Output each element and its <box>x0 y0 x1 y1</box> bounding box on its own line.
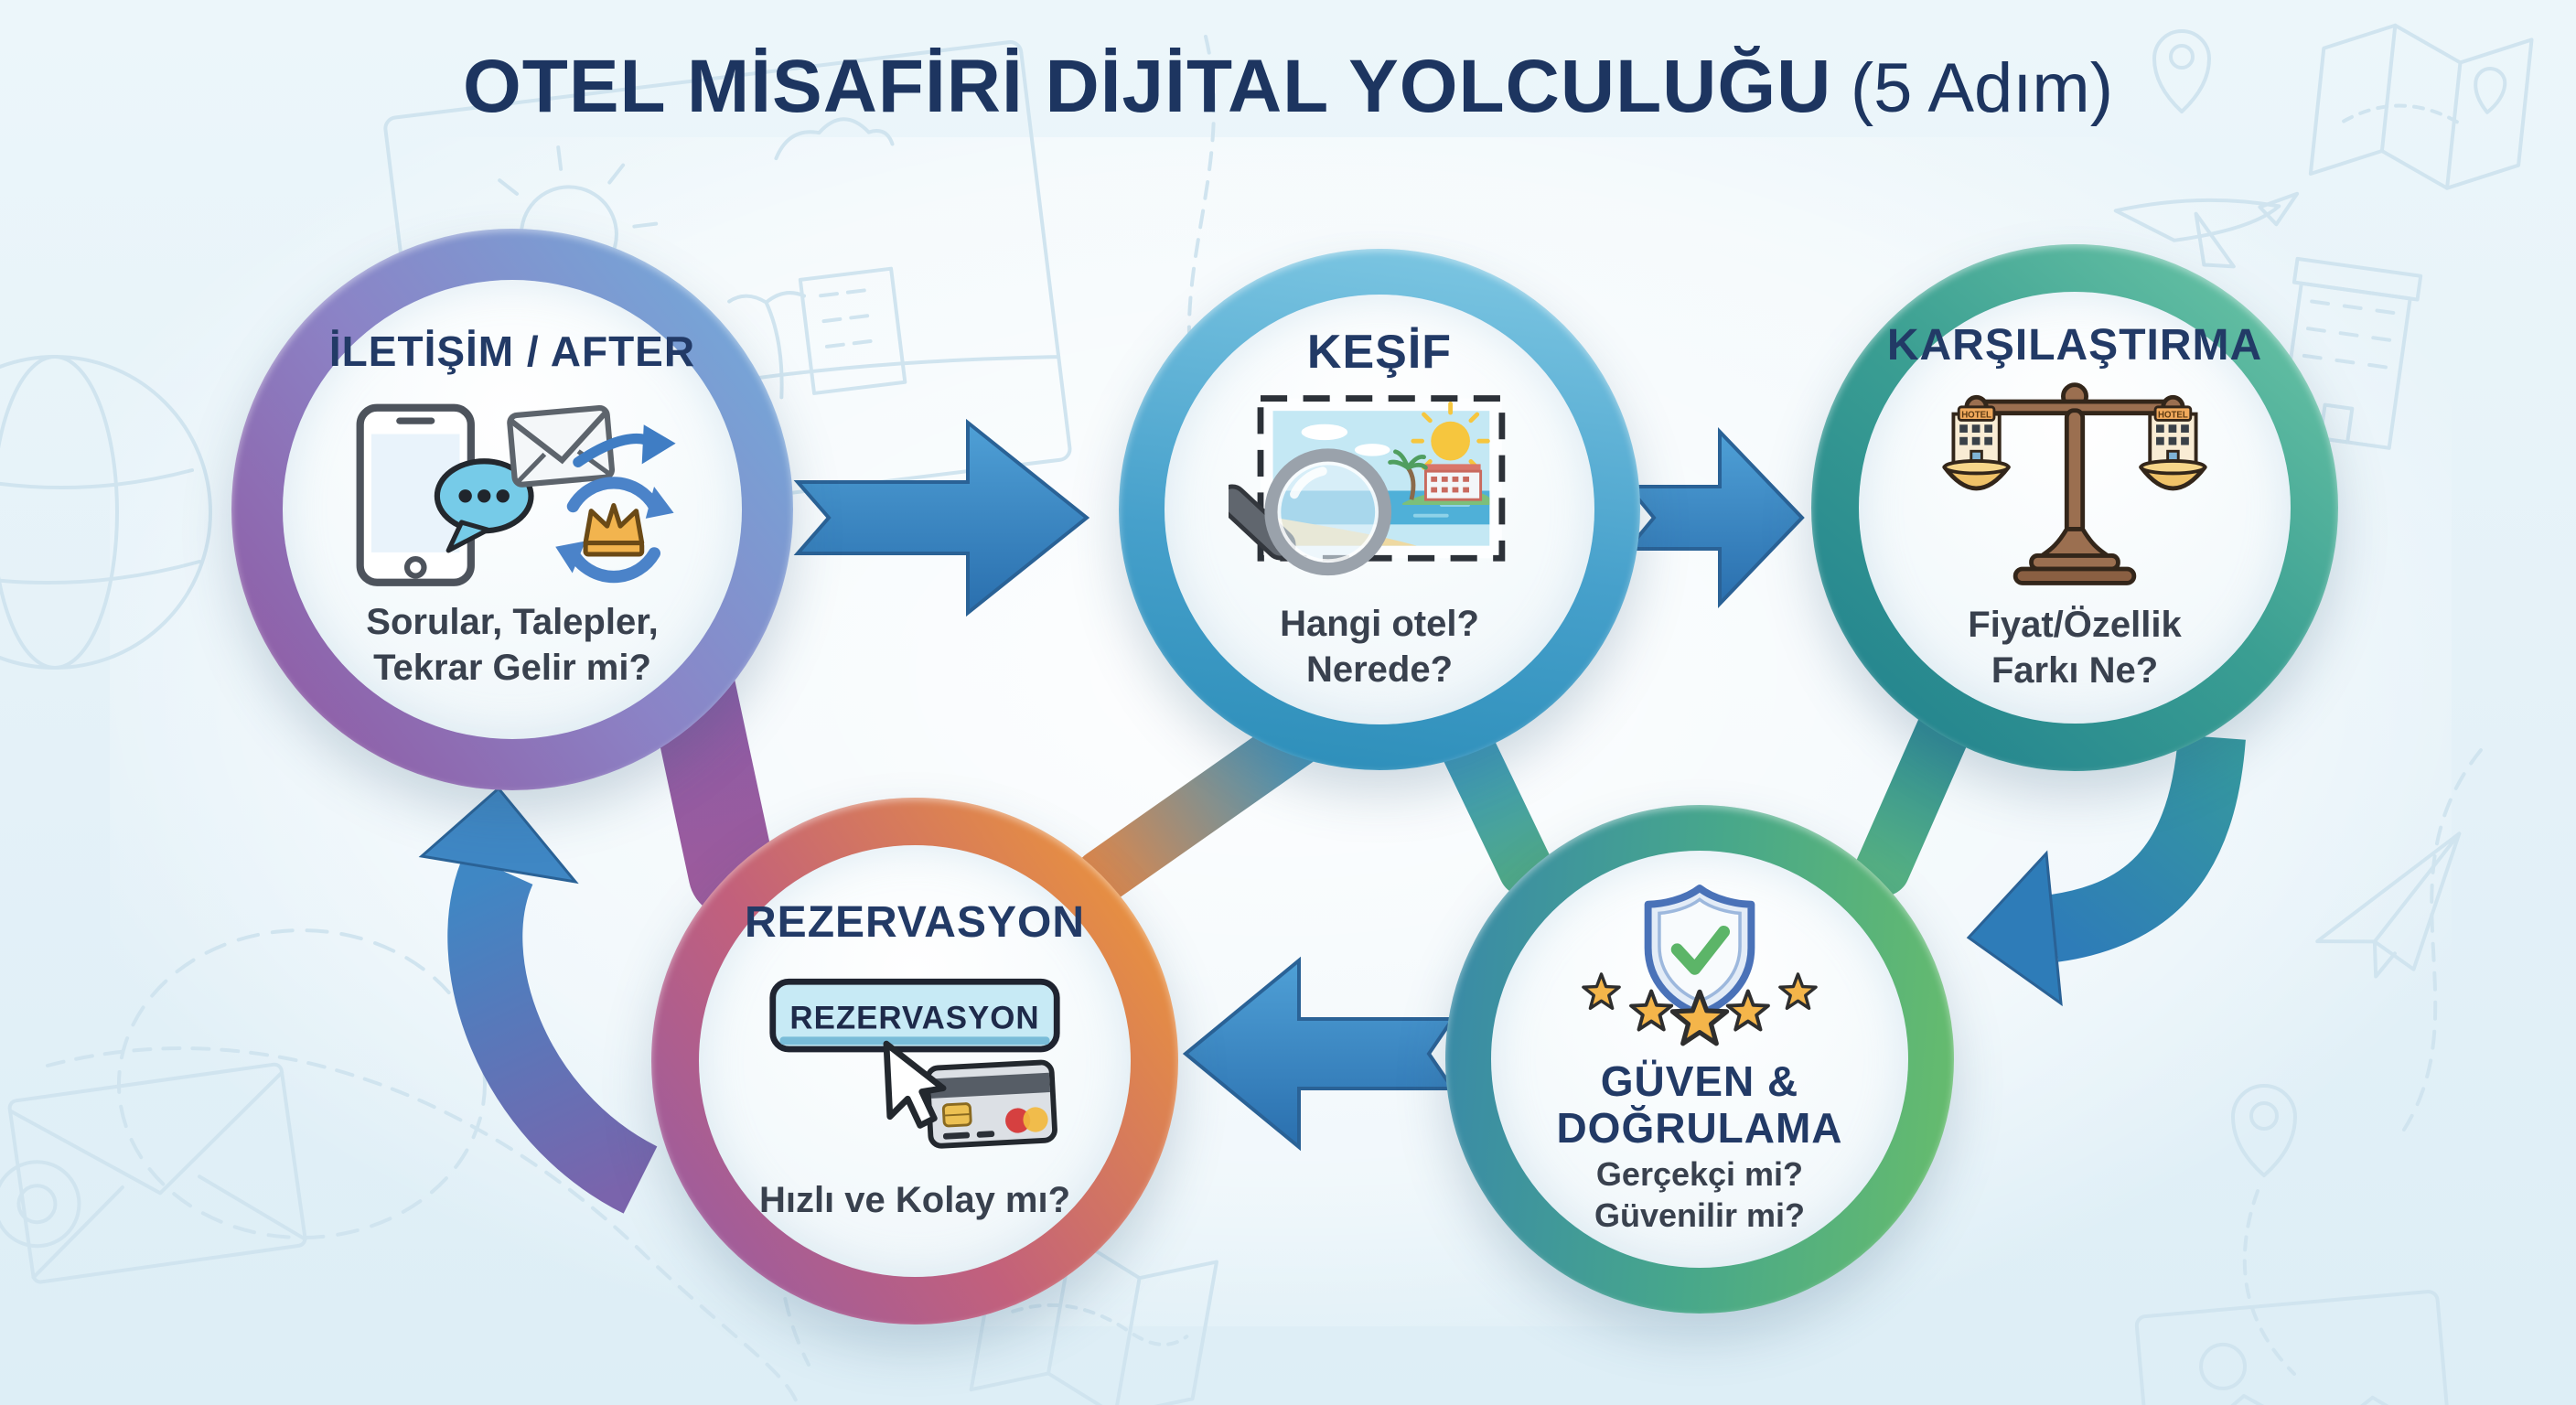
doodle-globe-icon <box>0 355 212 670</box>
arrow-iletisim-to-kesif-icon <box>793 418 1090 617</box>
send-arrow-icon <box>573 424 676 468</box>
subtitle-line: Tekrar Gelir mi? <box>373 647 651 688</box>
crown-icon <box>583 503 645 557</box>
balance-scale-icon: HOTEL <box>1942 382 2207 586</box>
arrow-kesif-to-karsilastirma-icon <box>1624 427 1805 608</box>
doodle-dashed-path <box>1186 35 1216 395</box>
arrow-guven-to-rezervasyon-icon <box>1182 956 1456 1152</box>
step-circle-iletisim-after: İLETİŞİM / AFTER <box>231 229 793 790</box>
doodle-paper-plane-icon <box>2315 831 2462 979</box>
subtitle-line: Farkı Ne? <box>1991 649 2159 691</box>
subtitle-line: Hangi otel? <box>1280 604 1479 644</box>
loyalty-cycle-icon <box>555 477 674 584</box>
step-disc-guven-dogrulama: GÜVEN & DOĞRULAMA Gerçekçi mi? Güvenilir… <box>1491 851 1908 1268</box>
page-title-main: OTEL MİSAFİRİ DİJİTAL YOLCULUĞU <box>462 45 1832 128</box>
page-title: OTEL MİSAFİRİ DİJİTAL YOLCULUĞU (5 Adım) <box>0 44 2576 130</box>
doodle-envelope-at-icon <box>0 1062 307 1284</box>
arrow-rezervasyon-to-iletisim-icon <box>418 786 659 1214</box>
trust-icons <box>1582 885 1818 1051</box>
doodle-pin-trail-icon <box>2231 1084 2297 1376</box>
step-disc-karsilastirma: KARŞILAŞTIRMA HOTEL <box>1859 292 2291 724</box>
step-subtitle: Gerçekçi mi? Güvenilir mi? <box>1594 1154 1805 1236</box>
booking-icons: REZERVASYON <box>769 978 1060 1149</box>
connector-kesif-rezervasyon <box>1075 704 1336 904</box>
credit-card-icon <box>925 1059 1057 1149</box>
step-circle-karsilastirma: KARŞILAŞTIRMA HOTEL <box>1811 244 2338 771</box>
subtitle-line: Sorular, Talepler, <box>366 602 659 643</box>
chat-bubble-icon <box>434 458 534 553</box>
step-circle-rezervasyon: REZERVASYON REZERVASYON <box>651 798 1178 1325</box>
step-subtitle: Hızlı ve Kolay mı? <box>759 1178 1070 1224</box>
shield-check-icon <box>1644 885 1755 1018</box>
step-subtitle: Fiyat/Özellik Farkı Ne? <box>1968 603 2181 693</box>
magnifier-icon <box>1229 448 1392 576</box>
step-title: KARŞILAŞTIRMA <box>1886 320 2263 370</box>
reservation-button: REZERVASYON <box>769 978 1060 1052</box>
subtitle-line: Gerçekçi mi? <box>1595 1155 1804 1194</box>
doodle-photo-frame-icon <box>2134 1290 2455 1405</box>
subtitle-line: Hızlı ve Kolay mı? <box>758 1179 1071 1220</box>
title-line: DOĞRULAMA <box>1556 1103 1843 1152</box>
doodle-dashed-path <box>2402 748 2483 1132</box>
comparison-icons: HOTEL <box>1942 382 2207 586</box>
step-disc-iletisim-after: İLETİŞİM / AFTER <box>283 280 742 739</box>
cursor-icon <box>883 1040 947 1129</box>
doodle-airplane-icon <box>2113 191 2300 269</box>
step-subtitle: Sorular, Talepler, Tekrar Gelir mi? <box>366 600 658 691</box>
title-line: GÜVEN & <box>1600 1057 1799 1106</box>
step-title: REZERVASYON <box>745 897 1085 947</box>
smartphone-icon <box>356 403 475 587</box>
step-disc-kesif: KEŞİF <box>1165 295 1594 724</box>
step-subtitle: Hangi otel? Nerede? <box>1280 602 1479 692</box>
connector-kesif-guven <box>1433 704 1553 896</box>
step-disc-rezervasyon: REZERVASYON REZERVASYON <box>699 845 1131 1277</box>
communication-icons <box>356 403 676 587</box>
step-title: KEŞİF <box>1306 325 1453 379</box>
connector-karsilastirma-guven <box>1855 704 1970 896</box>
reservation-button-label: REZERVASYON <box>789 1000 1039 1035</box>
step-title: GÜVEN & DOĞRULAMA <box>1556 1058 1842 1151</box>
hotel-building-icon: HOTEL <box>1951 405 2002 467</box>
doodle-dashed-path <box>46 1046 800 1405</box>
hotel-sign-label: HOTEL <box>1961 411 1991 421</box>
subtitle-line: Güvenilir mi? <box>1594 1196 1806 1235</box>
step-title: İLETİŞİM / AFTER <box>328 327 696 375</box>
doodle-pin-icon <box>2152 29 2211 113</box>
step-circle-kesif: KEŞİF <box>1119 249 1640 770</box>
arrow-karsilastirma-to-guven-icon <box>1966 734 2246 1007</box>
doodle-map-icon <box>2308 23 2534 190</box>
subtitle-line: Fiyat/Özellik <box>1968 605 2182 646</box>
page-title-suffix: (5 Adım) <box>1850 49 2114 127</box>
discovery-icons <box>1229 395 1506 576</box>
step-circle-guven-dogrulama: GÜVEN & DOĞRULAMA Gerçekçi mi? Güvenilir… <box>1445 805 1954 1314</box>
subtitle-line: Nerede? <box>1305 649 1454 690</box>
